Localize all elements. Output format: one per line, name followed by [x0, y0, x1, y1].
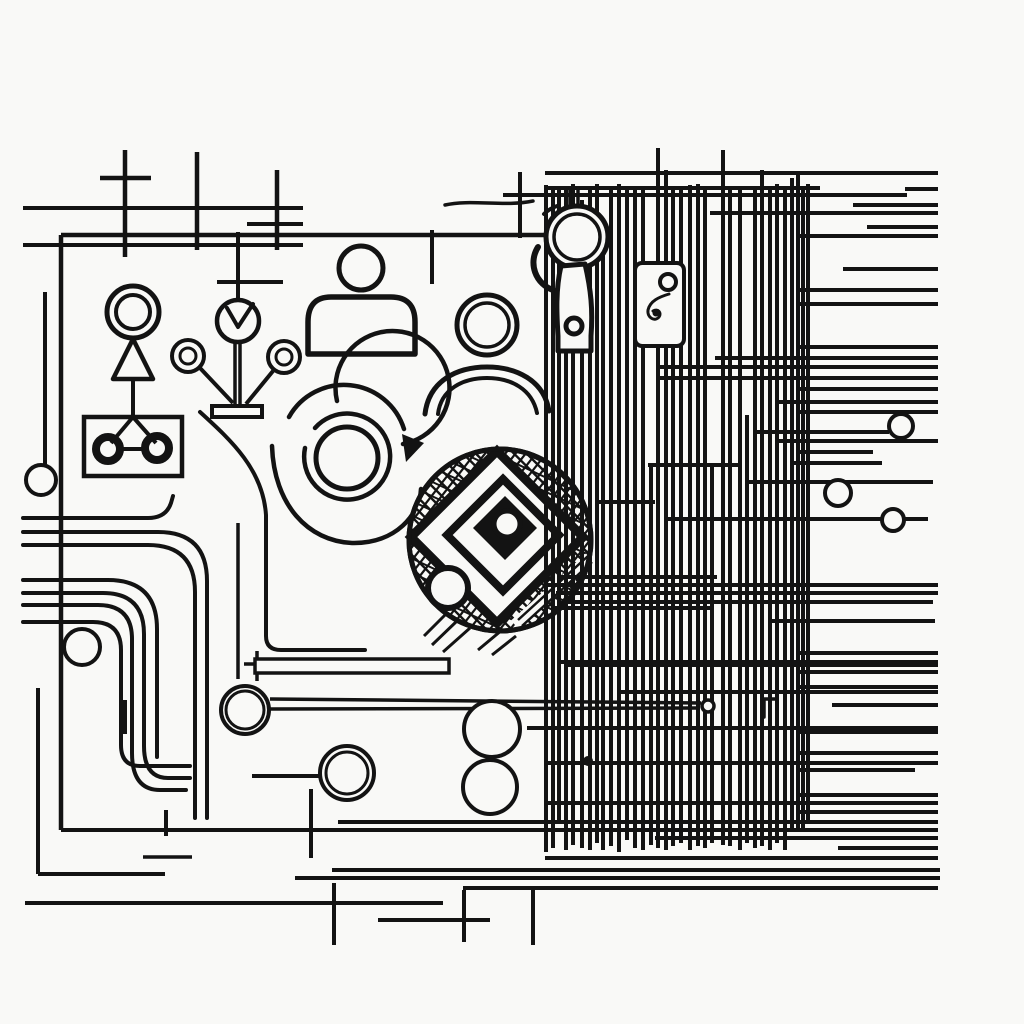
trace-line-6 — [21, 603, 188, 792]
chip-swirl-dot — [652, 309, 660, 317]
sketch-overflow-5 — [491, 634, 517, 657]
trace-line-3 — [21, 543, 197, 820]
trace-line-1 — [21, 494, 175, 520]
spiral-arc-1 — [301, 411, 393, 502]
stack-circle-bottom — [461, 758, 519, 816]
trace-line-5 — [21, 591, 192, 780]
solder-dot — [583, 756, 593, 766]
connector-line-a — [198, 366, 235, 405]
node-donut-left — [92, 433, 124, 465]
left-ring — [24, 463, 58, 497]
connector-ring-a-inner — [178, 346, 198, 366]
sketch-overflow-3 — [442, 626, 471, 654]
node-person-head-inner — [114, 293, 152, 331]
chip-plate — [633, 261, 686, 348]
spiral-arc-bottom — [269, 443, 424, 546]
person-b-shoulders-outer — [422, 364, 552, 417]
person-a-body — [305, 294, 418, 357]
node-person-triangle — [110, 336, 156, 382]
base-art-layer — [21, 150, 594, 876]
trace-line-7 — [21, 620, 192, 768]
person-b-shoulders-inner — [436, 376, 539, 416]
node-circle-c — [880, 507, 906, 533]
hook-mark — [762, 697, 779, 719]
magnifier-hole — [563, 315, 585, 337]
left-ring-2 — [62, 627, 102, 667]
hatch-line — [467, 451, 589, 573]
node-circle-a — [887, 412, 915, 440]
sketch-overflow-4 — [477, 628, 503, 652]
magnifier-top-arc — [542, 204, 559, 216]
connector-ring-b-outer — [266, 339, 302, 375]
connector-ring-b-inner — [274, 347, 294, 367]
double-ring-inner — [324, 750, 370, 796]
pad-ring-outer — [219, 684, 271, 736]
tree-notch — [225, 302, 255, 329]
sketch-overflow-1 — [422, 610, 450, 638]
top-center-wavy-line — [443, 199, 535, 207]
chip-dot — [658, 272, 678, 292]
overlay-art-layer — [143, 186, 915, 945]
tree-bulb — [214, 297, 262, 345]
sketch-lens-ring — [491, 508, 523, 540]
spiral-arc-top — [286, 382, 407, 432]
hatch-line — [426, 451, 589, 521]
double-ring-outer — [318, 744, 376, 802]
sketch-overflow-2 — [430, 618, 460, 647]
hatch-line — [411, 562, 572, 629]
stack-circle-top — [462, 699, 522, 759]
hatch-line — [411, 451, 515, 587]
pad-ring-inner — [224, 689, 266, 731]
slim-bar — [253, 657, 451, 675]
magnifier-lens-inner — [552, 212, 602, 262]
connector-line-b — [244, 369, 275, 406]
node-donut-right — [141, 432, 173, 464]
node-circle-b — [823, 478, 853, 508]
probe-ring — [700, 698, 716, 714]
magnifier-crescent — [530, 244, 556, 293]
magnifier-handle — [554, 261, 595, 354]
person-b-head-outer — [454, 292, 520, 358]
swoop-curve — [198, 410, 367, 652]
hatch-line — [411, 451, 509, 582]
spiral-arc-2 — [333, 328, 452, 447]
person-b-head-inner — [463, 301, 511, 349]
person-a-head — [336, 243, 386, 293]
spiral-arrowhead — [402, 434, 424, 462]
node-box — [81, 414, 185, 479]
trace-line-4 — [21, 578, 159, 759]
tree-base-bar — [210, 404, 264, 419]
trace-line-2 — [21, 530, 209, 820]
spiral-core-circle — [313, 424, 381, 492]
sketch-small-ring — [425, 565, 471, 611]
connector-ring-a-outer — [170, 338, 206, 374]
